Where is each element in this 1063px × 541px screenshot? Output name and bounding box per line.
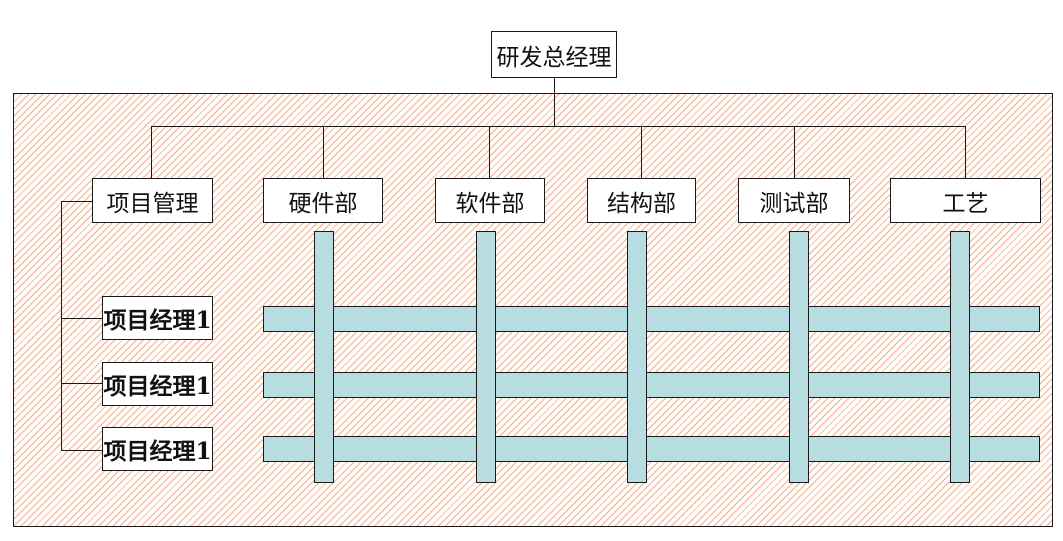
pm-branch-horizontal: [61, 201, 92, 202]
dept-bar-software: [476, 231, 496, 483]
testing-dept-box: 测试部: [738, 178, 850, 223]
dept-bar-hardware: [314, 231, 334, 483]
dept-bar-testing: [789, 231, 809, 483]
pm-branch-1: [61, 318, 102, 319]
project-manager-box-1: 项目经理1: [102, 296, 213, 340]
rd-general-manager-box: 研发总经理: [491, 31, 617, 78]
project-management-box: 项目管理: [92, 178, 213, 223]
drop-line-pm: [151, 126, 152, 178]
drop-line-process: [965, 126, 966, 178]
project-manager-box-2: 项目经理1: [102, 362, 213, 406]
drop-line-testing: [794, 126, 795, 178]
project-bar-3: [263, 436, 1040, 462]
dept-bar-process: [950, 231, 970, 483]
top-bus-line: [151, 126, 966, 127]
dept-bar-structure: [627, 231, 647, 483]
project-manager-box-3: 项目经理1: [102, 427, 213, 471]
drop-line-hardware: [323, 126, 324, 178]
pm-branch-3: [61, 450, 102, 451]
ceo-connector-vertical: [554, 78, 555, 126]
pm-branch-vertical: [61, 201, 62, 450]
software-dept-box: 软件部: [435, 178, 545, 223]
project-bar-1: [263, 306, 1040, 332]
pm-branch-2: [61, 383, 102, 384]
drop-line-structure: [641, 126, 642, 178]
hardware-dept-box: 硬件部: [263, 178, 383, 223]
project-bar-2: [263, 372, 1040, 398]
structure-dept-box: 结构部: [587, 178, 696, 223]
process-dept-box: 工艺: [890, 178, 1041, 223]
drop-line-software: [489, 126, 490, 178]
